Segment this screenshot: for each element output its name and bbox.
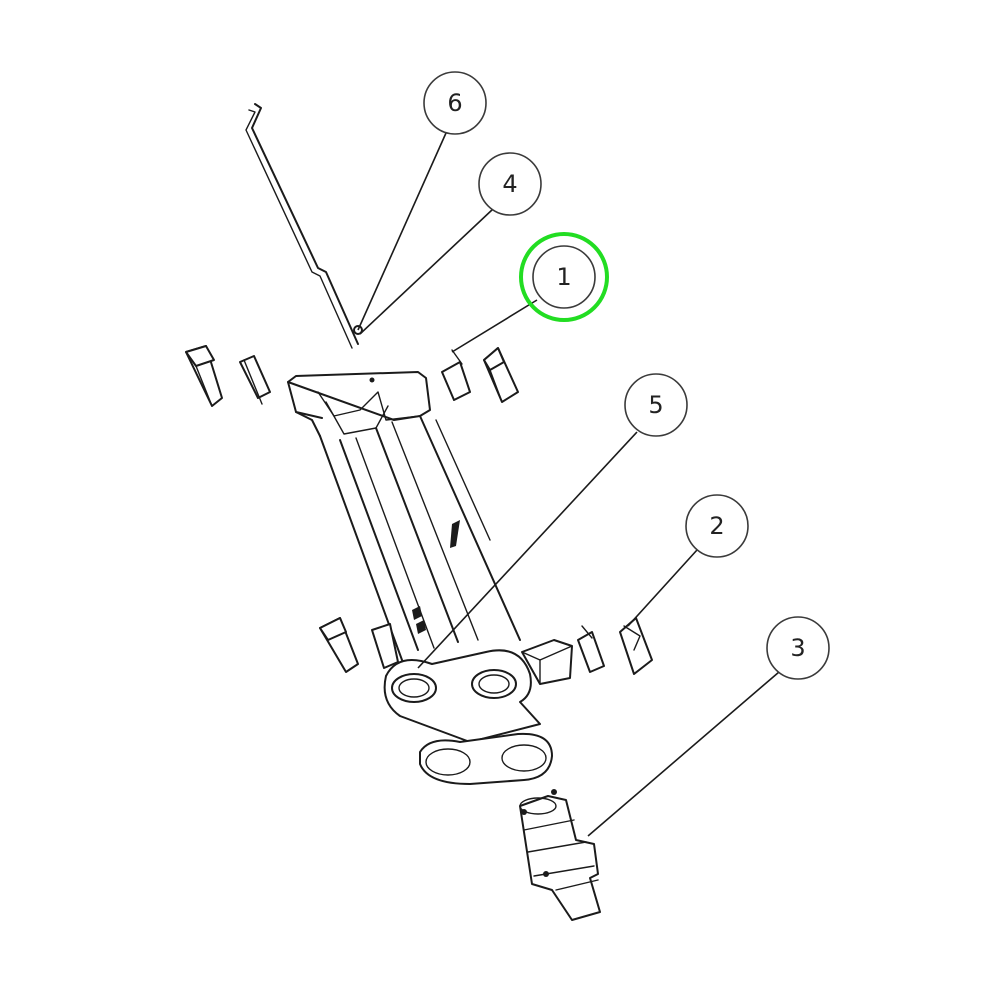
leader-lines <box>357 132 780 837</box>
callout-5: 5 <box>624 373 688 437</box>
upper-right-bracket <box>483 347 519 403</box>
callout-label: 6 <box>447 89 462 117</box>
callout-3: 3 <box>766 616 830 680</box>
upper-left-clip <box>239 355 271 405</box>
part-strip <box>245 103 363 349</box>
callout-label: 4 <box>502 170 517 198</box>
clamp-plate <box>419 732 553 785</box>
lower-right-clip <box>577 625 605 673</box>
fitting-part <box>519 789 601 921</box>
main-tube <box>287 371 573 685</box>
upper-left-bracket <box>185 345 223 407</box>
callout-label: 5 <box>648 391 663 419</box>
highlight-ring <box>519 232 609 322</box>
callout-label: 2 <box>709 512 724 540</box>
lower-right-bracket <box>619 617 653 675</box>
lower-left-bracket <box>319 617 359 673</box>
base-plate <box>383 649 541 743</box>
callout-1: 1 <box>519 232 609 322</box>
callout-4: 4 <box>478 152 542 216</box>
lower-left-clip <box>371 623 399 669</box>
callout-label: 3 <box>790 634 805 662</box>
callout-6: 6 <box>423 71 487 135</box>
upper-right-clip <box>441 349 471 401</box>
callout-2: 2 <box>685 494 749 558</box>
callout-label: 1 <box>556 263 571 291</box>
